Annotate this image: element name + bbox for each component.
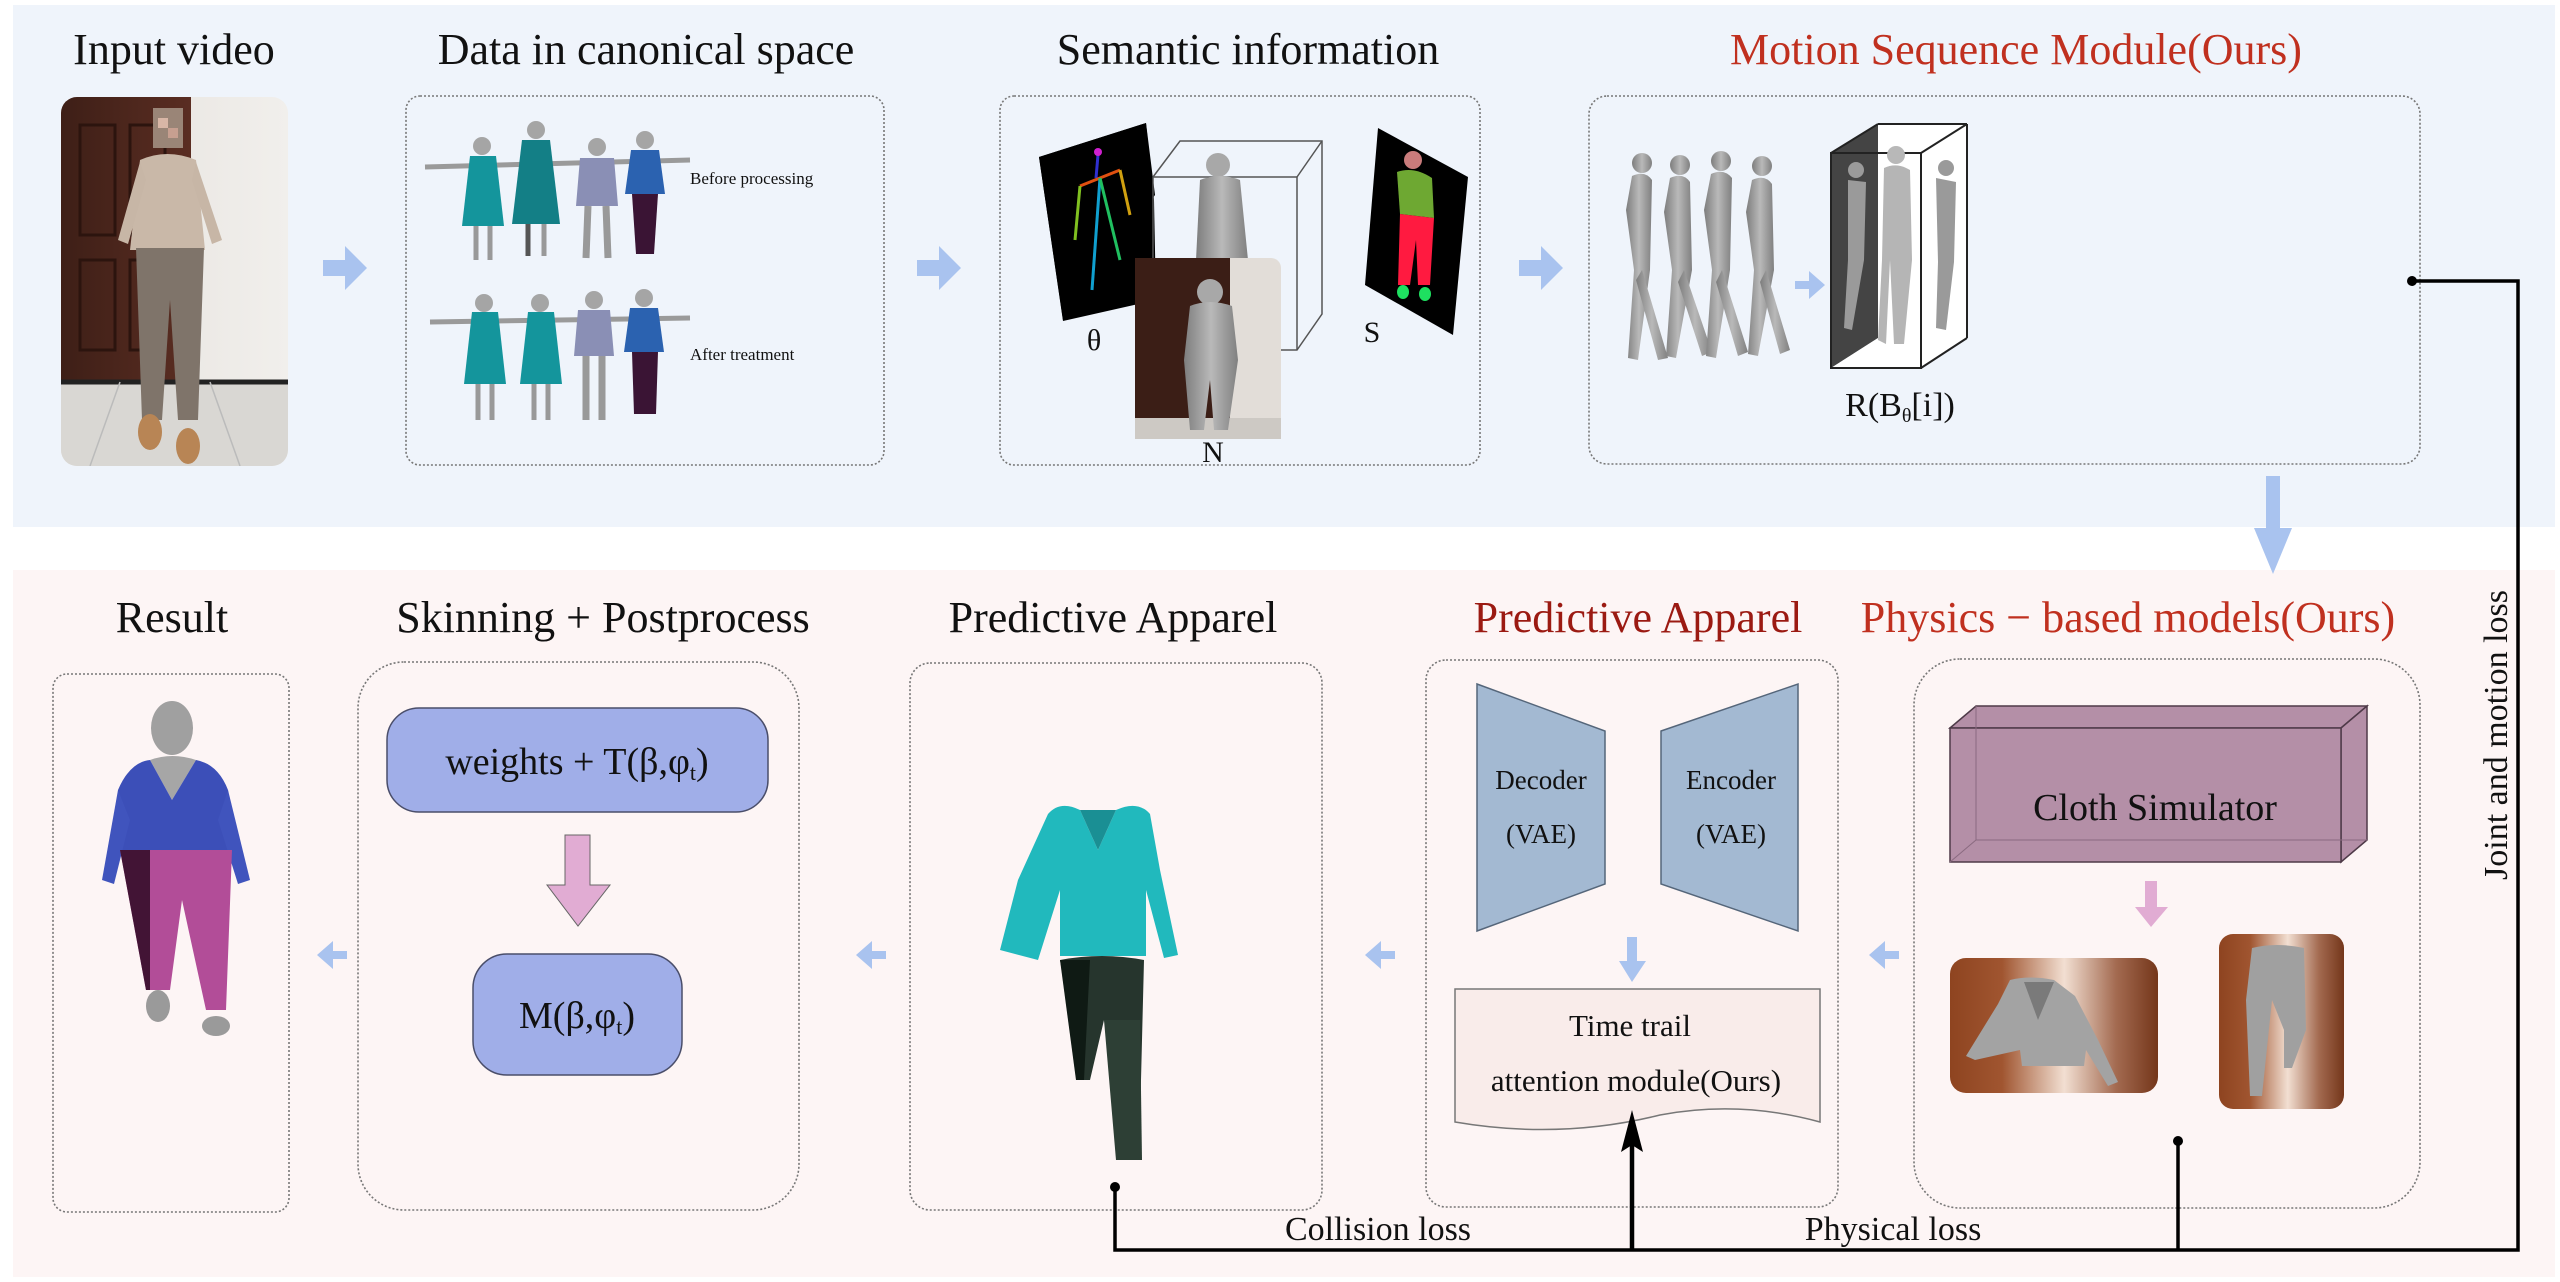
flow-arrow-right [323,246,367,290]
flow-arrow-left [856,941,886,969]
flow-arrow-left [317,941,347,969]
predictive-model-title: Predictive Apparel [1474,593,1803,642]
flow-arrow-left [1365,941,1395,969]
result-avatar [102,701,250,1036]
decoder-label: Decoder [1495,765,1586,795]
predictive-output-panel [909,662,1323,1211]
walking-sequence-figures [1626,151,1790,360]
predicted-garments [1000,805,1178,1160]
pose-skeleton-card: θ [1039,123,1156,357]
semantic-info-panel [999,95,1481,466]
simulated-pants-card [2219,934,2344,1109]
skinning-mesh-formula: M(β,φt) [519,995,635,1039]
motion-formula-prefix: R(B [1845,387,1902,424]
motion-formula-sub: θ [1902,405,1912,427]
segmentation-label: S [1364,316,1381,349]
physics-panel [1913,658,2421,1209]
skinning-weights-prefix: weights + T(β,φ [445,741,690,783]
pink-arrow-down [2135,881,2168,927]
decoder-type-label: (VAE) [1506,819,1576,849]
attention-module-line2: attention module(Ours) [1491,1063,1781,1098]
normal-label: N [1202,436,1224,469]
before-processing-label: Before processing [690,169,814,188]
top-stage-background [13,5,2555,527]
svg-text:R(Bθ[i]): R(Bθ[i]) [1845,387,1955,427]
loss-feedback-lines [1110,276,2520,1252]
result-title: Result [116,593,228,642]
attention-module-box [1454,988,1821,1131]
encoder-block [1660,682,1799,933]
skinning-title: Skinning + Postprocess [396,593,810,642]
canonical-before-figures: Before processing [424,121,814,260]
physics-title: Physics − based models(Ours) [1861,593,2395,642]
segmentation-card: S [1364,128,1468,349]
simulated-sweater-card [1950,958,2158,1093]
input-video-title: Input video [73,25,275,74]
skinning-weights-suffix: ) [696,741,709,783]
normal-map-card: N [1135,258,1281,469]
loss-arrow-up-head [1621,1110,1643,1152]
decoder-block [1476,682,1606,933]
skinning-mesh-prefix: M(β,φ [519,995,616,1037]
cloth-simulator-label: Cloth Simulator [2033,787,2277,829]
input-video-frame [61,97,288,466]
skinning-panel [357,661,800,1211]
semantic-info-title: Semantic information [1057,25,1439,74]
motion-formula-suffix: [i]) [1911,387,1954,424]
skinning-mesh-suffix: ) [622,995,635,1037]
pink-arrow-down [545,834,612,927]
skinning-weights-sub: t [690,760,696,785]
flow-arrow-right [1795,271,1825,299]
attention-module-line1: Time trail [1569,1008,1691,1043]
after-treatment-label: After treatment [690,345,795,364]
canonical-after-figures: After treatment [429,289,795,420]
canonical-space-panel [405,95,885,466]
predictive-model-panel [1425,659,1839,1208]
flow-arrow-left [1869,941,1899,969]
canonical-space-title: Data in canonical space [438,25,855,74]
predictive-output-title: Predictive Apparel [949,593,1278,642]
collision-loss-label: Collision loss [1285,1211,1471,1248]
skinning-weights-box [386,707,769,813]
flow-arrow-down [1619,937,1646,982]
motion-formula: R(Bθ[i]) [1845,387,1955,427]
encoder-label: Encoder [1686,765,1776,795]
bottom-stage-background [13,570,2555,1277]
skinning-mesh-box [472,953,683,1076]
cloth-simulator-box [1947,704,2370,864]
body-bounding-box [1152,140,1323,351]
physical-loss-label: Physical loss [1805,1211,1982,1248]
motion-projection-box [1830,123,1968,369]
skinning-mesh-sub: t [616,1014,622,1039]
flow-arrow-right [917,246,961,290]
theta-label: θ [1087,324,1101,357]
result-panel [52,673,290,1213]
encoder-type-label: (VAE) [1696,819,1766,849]
flow-arrow-down [2254,476,2292,574]
motion-module-title: Motion Sequence Module(Ours) [1730,25,2302,74]
joint-motion-loss-label: Joint and motion loss [2478,590,2515,880]
flow-arrow-right [1519,246,1563,290]
skinning-weights-formula: weights + T(β,φt) [445,741,708,785]
